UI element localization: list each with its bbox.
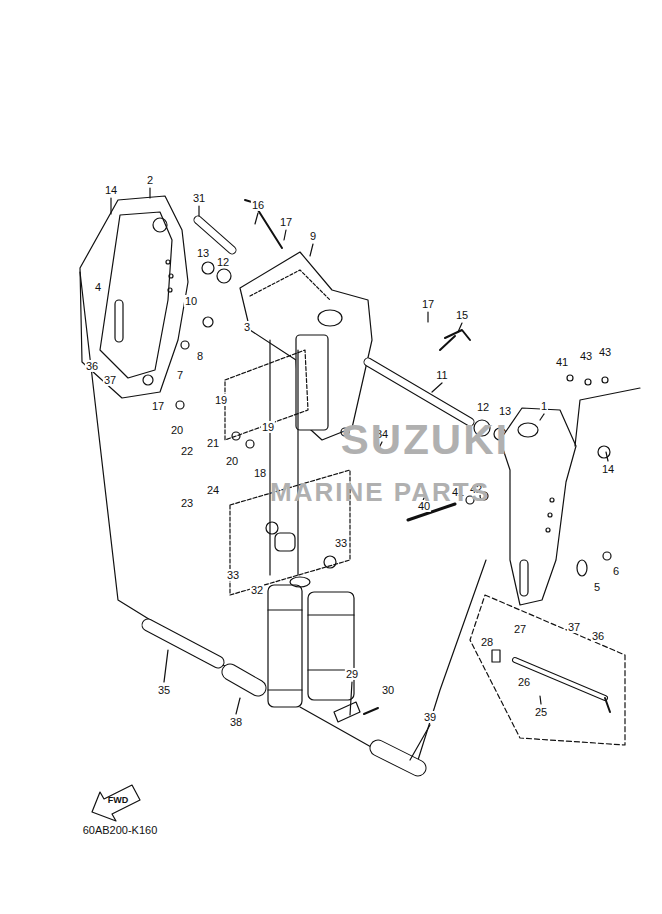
callout-number: 36 — [85, 360, 99, 372]
callout-number: 38 — [229, 716, 243, 728]
callout-number: 37 — [103, 374, 117, 386]
callout-number: 10 — [184, 295, 198, 307]
callout-number: 19 — [261, 421, 275, 433]
callout-number: 4 — [94, 281, 102, 293]
callout-number: 8 — [196, 350, 204, 362]
callout-number: 12 — [476, 401, 490, 413]
callout-number: 17 — [151, 400, 165, 412]
callout-number: 20 — [225, 455, 239, 467]
callout-number: 35 — [157, 684, 171, 696]
callout-number: 41 — [555, 356, 569, 368]
callout-number: 17 — [279, 216, 293, 228]
callout-number: 31 — [192, 192, 206, 204]
callout-number: 20 — [170, 424, 184, 436]
callout-number: 7 — [176, 369, 184, 381]
callout-number: 37 — [567, 621, 581, 633]
callout-number: 14 — [601, 463, 615, 475]
callout-number: 16 — [251, 199, 265, 211]
callout-number: 2 — [146, 174, 154, 186]
callout-number: 24 — [206, 484, 220, 496]
callout-number: 14 — [104, 184, 118, 196]
direction-label: FWD — [107, 796, 130, 806]
callout-number: 22 — [180, 445, 194, 457]
callout-number: 3 — [243, 321, 251, 333]
callout-number: 39 — [423, 711, 437, 723]
callout-number: 12 — [216, 256, 230, 268]
callout-number: 33 — [334, 537, 348, 549]
callout-number: 32 — [250, 584, 264, 596]
callout-number: 27 — [513, 623, 527, 635]
callout-number: 21 — [206, 437, 220, 449]
callout-number: 43 — [579, 350, 593, 362]
callout-number: 18 — [253, 467, 267, 479]
callout-number: 11 — [435, 369, 448, 381]
callout-number: 9 — [309, 230, 317, 242]
callout-number: 36 — [591, 630, 605, 642]
callout-number: 33 — [226, 569, 240, 581]
callout-number: 25 — [534, 706, 548, 718]
callout-number: 23 — [180, 497, 194, 509]
callout-number: 17 — [421, 298, 435, 310]
callout-number: 28 — [480, 636, 494, 648]
callout-number: 19 — [214, 394, 228, 406]
callout-number: 13 — [498, 405, 512, 417]
watermark: MARINE PARTS — [269, 478, 491, 507]
diagram-code: 60AB200-K160 — [82, 824, 159, 836]
callout-number: 30 — [381, 684, 395, 696]
callout-number: 29 — [345, 668, 359, 680]
callout-number: 26 — [517, 676, 531, 688]
callout-number: 1 — [540, 400, 548, 412]
watermark: SUZUKI — [340, 417, 510, 463]
callout-number: 6 — [612, 565, 620, 577]
callout-number: 5 — [593, 581, 601, 593]
callout-number: 43 — [598, 346, 612, 358]
callout-number: 13 — [196, 247, 210, 259]
callout-number: 15 — [455, 309, 469, 321]
